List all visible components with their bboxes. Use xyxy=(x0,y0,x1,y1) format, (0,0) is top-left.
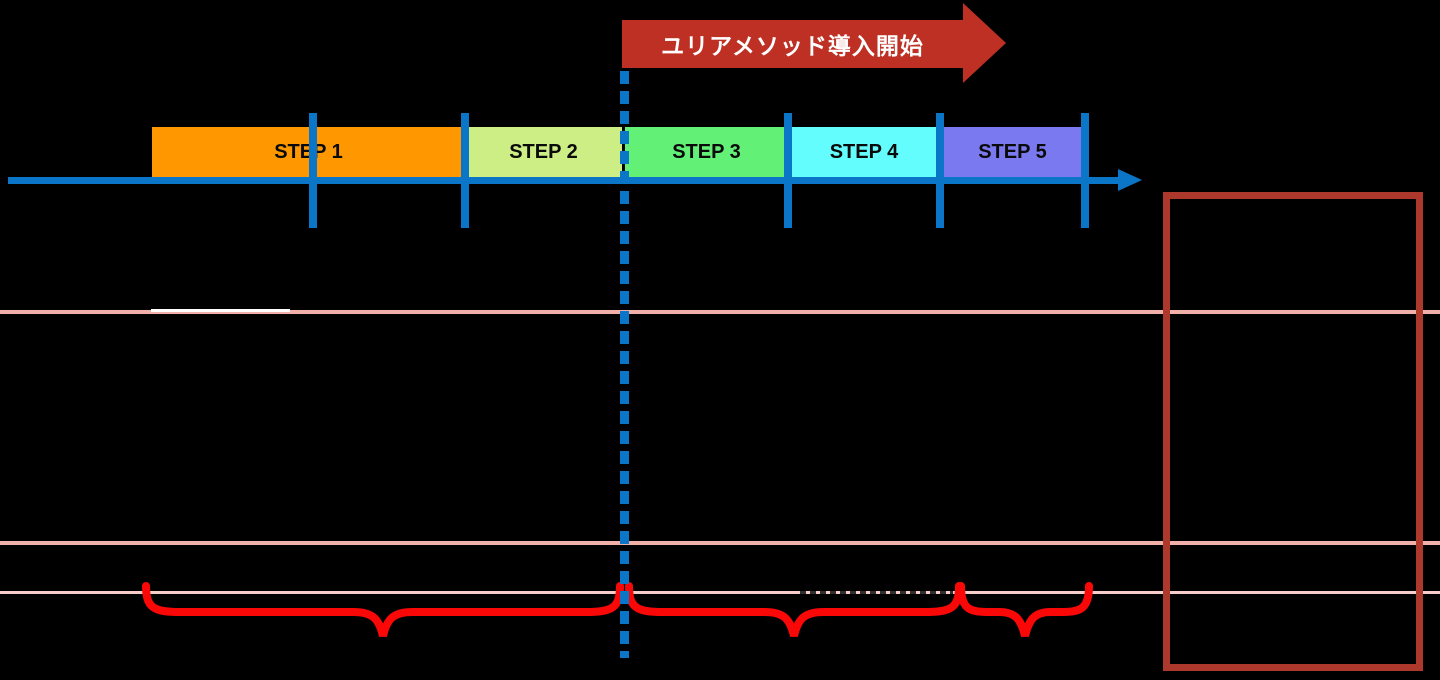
axis-arrowhead-icon xyxy=(1118,169,1142,191)
banner-arrowhead-icon xyxy=(963,3,1006,83)
highlight-box xyxy=(1163,192,1423,671)
step-bar: STEP 4 xyxy=(788,127,940,177)
guide-line xyxy=(0,591,1440,594)
timeline-tick xyxy=(784,113,792,228)
highlight-segment xyxy=(151,309,290,312)
method-start-banner: ユリアメソッド導入開始 xyxy=(622,20,963,68)
timeline-tick xyxy=(936,113,944,228)
step-bar: STEP 2 xyxy=(465,127,622,177)
brace xyxy=(625,582,963,638)
timeline-axis xyxy=(8,177,1122,184)
phase-divider-dashed-line xyxy=(620,71,629,658)
timeline-tick xyxy=(461,113,469,228)
step-label: STEP 5 xyxy=(978,140,1047,163)
timeline-tick xyxy=(309,113,317,228)
step-label: STEP 4 xyxy=(829,140,899,163)
banner-label: ユリアメソッド導入開始 xyxy=(661,33,924,59)
guide-line xyxy=(0,310,1440,314)
step-label: STEP 1 xyxy=(274,140,343,163)
step-bar: STEP 5 xyxy=(940,127,1085,177)
timeline-tick xyxy=(1081,113,1089,228)
step-bar: STEP 1 xyxy=(152,127,465,177)
dashed-overlay-segment xyxy=(800,591,953,594)
step-bar: STEP 3 xyxy=(625,127,788,177)
step-label: STEP 3 xyxy=(672,140,741,163)
step-label: STEP 2 xyxy=(509,140,578,163)
brace xyxy=(142,582,624,638)
brace xyxy=(957,582,1093,638)
guide-line xyxy=(0,541,1440,545)
